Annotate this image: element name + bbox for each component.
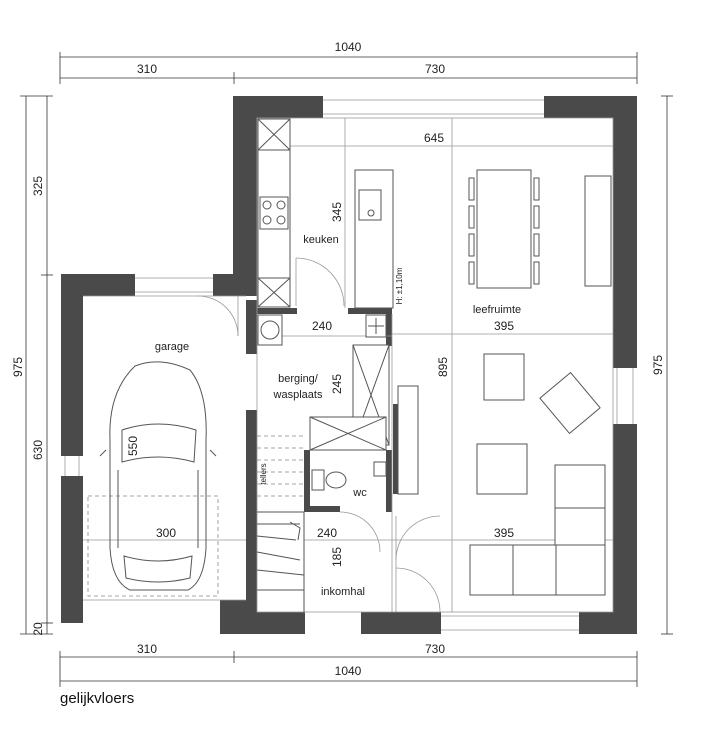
dim-left-bottom: 20 (31, 622, 45, 636)
dim-hall-height: 185 (330, 547, 344, 567)
dim-left-middle: 630 (31, 440, 45, 460)
dim-bottom-left: 310 (137, 642, 157, 656)
room-label-wc: wc (352, 487, 367, 499)
dining-table (468, 169, 612, 289)
windows (64, 99, 634, 631)
room-label-living: leefruimte (473, 304, 521, 316)
room-label-garage: garage (155, 341, 189, 353)
staircase (256, 435, 305, 612)
dim-bottom-total: 1040 (335, 664, 362, 678)
dim-living-width: 645 (424, 131, 444, 145)
room-label-hall: inkomhal (321, 586, 365, 598)
dim-garage-width: 300 (156, 526, 176, 540)
dim-top-left: 310 (137, 62, 157, 76)
dim-kitchen-height: 345 (330, 202, 344, 222)
dim-top-total: 1040 (335, 40, 362, 54)
room-label-storage-line1: berging/ (278, 373, 319, 385)
dim-living-width-low: 395 (494, 526, 514, 540)
lounge-furniture (397, 353, 606, 596)
storage-fixtures (257, 314, 390, 451)
dim-living-width-mid: 395 (494, 319, 514, 333)
exterior-walls (61, 96, 637, 634)
kitchen-units (257, 118, 394, 309)
dimension-lines (20, 52, 673, 687)
floor-caption: gelijkvloers (60, 690, 134, 707)
dim-hall-width: 240 (317, 526, 337, 540)
room-label-kitchen: keuken (303, 234, 338, 246)
room-label-storage-line2: wasplaats (273, 389, 323, 401)
dim-right-total: 975 (651, 355, 665, 375)
dim-garage-length: 550 (126, 436, 140, 456)
counter-height-note: H: ±1,10m (395, 267, 404, 304)
interior-walls (246, 300, 398, 612)
dim-bottom-right: 730 (425, 642, 445, 656)
dim-top-right: 730 (425, 62, 445, 76)
dim-left-total: 975 (11, 357, 25, 377)
wc-fixtures (311, 461, 387, 553)
dim-storage-height: 245 (330, 374, 344, 394)
dim-storage-width: 240 (312, 319, 332, 333)
dim-left-upper: 325 (31, 176, 45, 196)
dim-living-height: 895 (436, 357, 450, 377)
car-icon (87, 361, 219, 597)
doors (197, 295, 441, 613)
room-label-meters: tellers (259, 463, 268, 484)
